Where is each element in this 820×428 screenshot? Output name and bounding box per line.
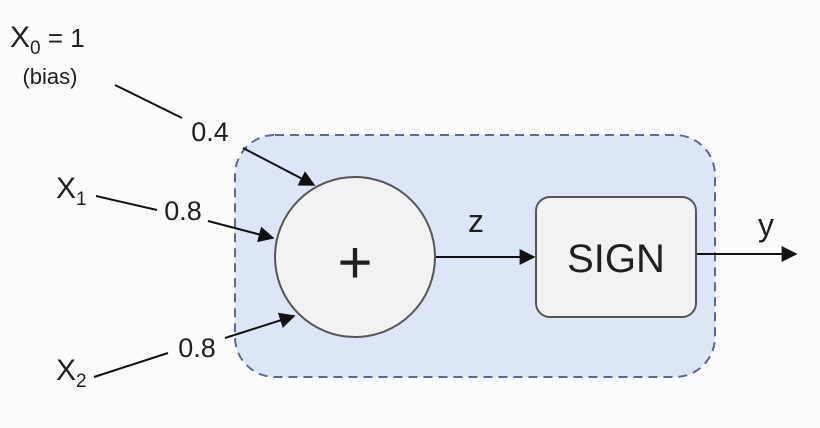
weight-x2: 0.8 (178, 333, 216, 363)
weight-x1: 0.8 (164, 196, 202, 226)
input-x0-label: X0 = 1 (10, 21, 85, 59)
z-label: z (468, 203, 484, 239)
input-x1-base: X (56, 172, 76, 205)
input-x0-suffix: = 1 (41, 23, 85, 53)
edge-x2-a (93, 352, 169, 378)
input-x1-label: X1 (56, 172, 87, 210)
edge-x2-b (224, 312, 296, 339)
edge-x0-a (114, 84, 183, 119)
sign-box (535, 196, 697, 318)
weight-x0: 0.4 (191, 117, 229, 147)
edge-x1-a (95, 195, 158, 211)
input-x1-sub: 1 (76, 189, 87, 210)
input-x0-sub: 0 (30, 38, 41, 59)
y-label: y (758, 207, 774, 243)
input-x0-base: X (10, 21, 30, 54)
edge-x1-b (207, 220, 275, 243)
sum-node (274, 176, 436, 338)
sign-label: SIGN (567, 237, 665, 281)
input-x2-label: X2 (56, 354, 87, 392)
sum-symbol: + (337, 229, 372, 296)
input-x2-sub: 2 (76, 371, 87, 392)
edge-x0-b (242, 147, 316, 186)
input-x0-note: (bias) (22, 64, 77, 89)
input-x2-base: X (56, 354, 76, 387)
